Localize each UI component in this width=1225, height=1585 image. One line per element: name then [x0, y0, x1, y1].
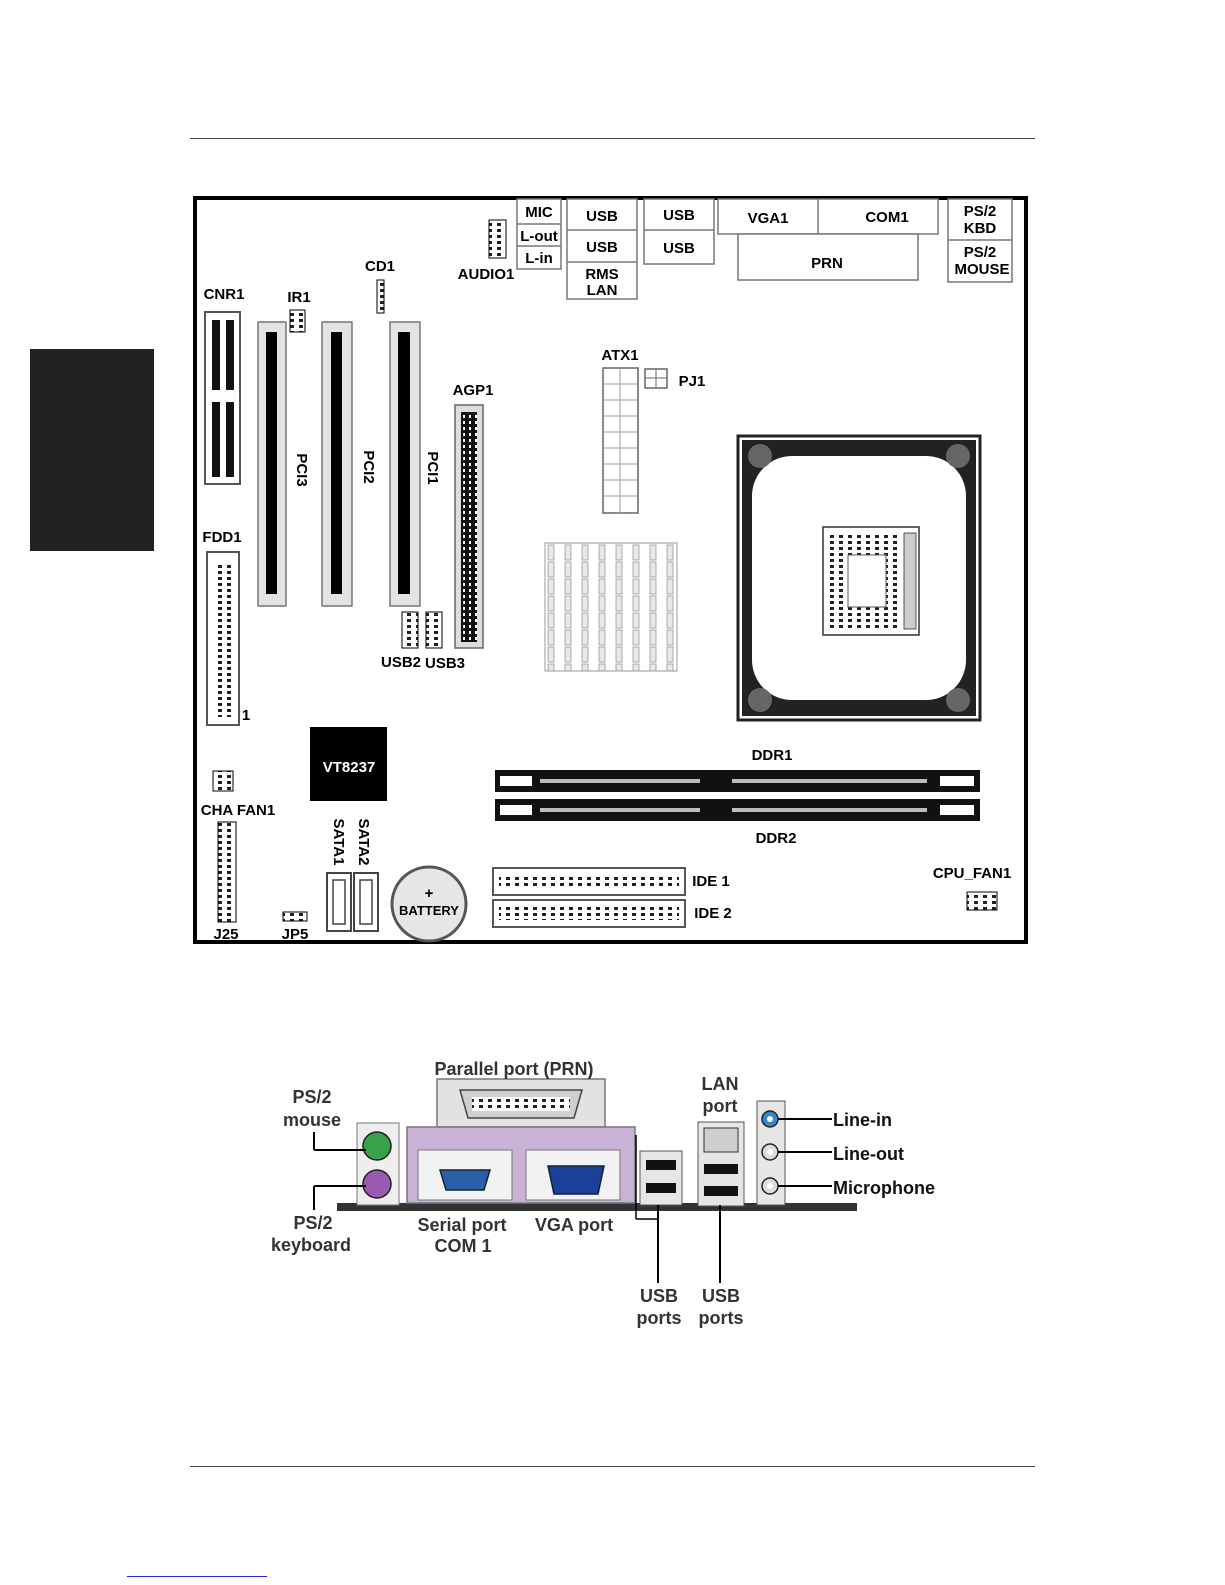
vga-port-label: VGA port	[535, 1215, 613, 1235]
jp5-jumper	[282, 911, 308, 922]
ps2-mouse-label: PS/2	[964, 244, 997, 261]
usb-ports-label: USB	[640, 1286, 678, 1306]
ps2-keyboard-port	[362, 1169, 392, 1199]
line-in-label: Line-in	[833, 1110, 892, 1130]
battery	[390, 865, 468, 943]
fdd1-pin1-label: 1	[242, 707, 250, 724]
usb-port-label: USB	[663, 207, 695, 224]
chapter-tab	[30, 349, 154, 551]
usb3-label: USB3	[425, 655, 465, 672]
cpu-fan1-label: CPU_FAN1	[933, 865, 1011, 882]
ps2-mouse-label: mouse	[283, 1110, 341, 1130]
cnr1-label: CNR1	[204, 286, 245, 303]
northbridge-heatsink	[544, 542, 678, 672]
cd1-label: CD1	[365, 258, 395, 275]
usb-port-label: USB	[663, 240, 695, 257]
usb3-header	[425, 611, 443, 649]
audio1-header	[488, 219, 507, 259]
ir1-label: IR1	[287, 289, 310, 306]
usb2-header	[401, 611, 419, 649]
ir1-header	[289, 309, 306, 333]
back-panel	[516, 198, 1013, 300]
ps2-mouse-port	[362, 1131, 392, 1161]
usb-ports-label: USB	[702, 1286, 740, 1306]
prn-label: PRN	[811, 255, 843, 272]
lan-label: LAN	[587, 282, 618, 299]
ddr-slots	[495, 770, 980, 821]
battery-label: BATTERY	[399, 903, 459, 918]
ps2-mouse-label: MOUSE	[954, 261, 1009, 278]
pci2-label: PCI2	[360, 450, 377, 483]
sata2-label: SATA2	[355, 819, 372, 866]
vga1-label: VGA1	[748, 210, 789, 227]
serial-port-connector	[438, 1169, 492, 1191]
pci3-label: PCI3	[293, 453, 310, 486]
serial-port-label: Serial port	[417, 1215, 506, 1235]
lan-port-jack	[703, 1127, 739, 1153]
serial-port-label: COM 1	[434, 1236, 491, 1256]
line-out-label: Line-out	[833, 1144, 904, 1164]
j25-label: J25	[213, 926, 238, 943]
pj1-label: PJ1	[679, 373, 706, 390]
vga-port-connector	[547, 1165, 605, 1195]
usb-port-label: USB	[586, 208, 618, 225]
usb-port-label: USB	[586, 239, 618, 256]
lan-port-label: LAN	[702, 1074, 739, 1094]
audio1-label: AUDIO1	[458, 266, 515, 283]
ddr1-label: DDR1	[752, 747, 793, 764]
motherboard-layout: MIC L-out L-in USB USB RMS LAN USB USB V…	[193, 196, 1028, 944]
ps2-mouse-label: PS/2	[292, 1087, 331, 1107]
usb-stack-1	[639, 1150, 683, 1206]
fdd1-label: FDD1	[202, 529, 241, 546]
ps2-keyboard-label: PS/2	[293, 1213, 332, 1233]
sata1-label: SATA1	[330, 819, 347, 866]
cd1-header	[376, 279, 385, 314]
battery-plus-label: +	[425, 885, 434, 902]
jp5-label: JP5	[282, 926, 309, 943]
footer-link[interactable]	[127, 1576, 267, 1577]
ps2-kbd-label: KBD	[964, 220, 997, 237]
line-out-label: L-out	[520, 228, 557, 245]
parallel-port-label: Parallel port (PRN)	[434, 1059, 593, 1079]
io-panel-illustration: Parallel port (PRN) LAN port PS/2 mouse …	[271, 1059, 935, 1328]
atx1-pins	[603, 368, 638, 513]
lan-port-label: port	[703, 1096, 738, 1116]
mic-label: MIC	[525, 204, 553, 221]
ide1-label: IDE 1	[692, 873, 730, 890]
usb-ports-label: ports	[637, 1308, 682, 1328]
agp1-label: AGP1	[453, 382, 494, 399]
ide2-label: IDE 2	[694, 905, 732, 922]
cpu-fan1-header	[966, 891, 998, 911]
cpu-socket	[736, 434, 982, 722]
microphone-label: Microphone	[833, 1178, 935, 1198]
footer-rule	[190, 1466, 1035, 1467]
ps2-keyboard-label: keyboard	[271, 1235, 351, 1255]
cha-fan1-label: CHA FAN1	[201, 802, 275, 819]
rms-label: RMS	[585, 266, 618, 283]
io-plate	[337, 1203, 857, 1211]
header-rule	[190, 138, 1035, 139]
cnr1-slot	[204, 311, 241, 485]
usb2-label: USB2	[381, 654, 421, 671]
cha-fan1-header	[212, 770, 234, 792]
j25-header	[217, 821, 237, 923]
atx1-label: ATX1	[601, 347, 638, 364]
ddr2-label: DDR2	[756, 830, 797, 847]
pci1-label: PCI1	[424, 451, 441, 484]
usb-ports-label: ports	[699, 1308, 744, 1328]
vt8237-chip	[310, 727, 387, 801]
ps2-kbd-label: PS/2	[964, 203, 997, 220]
com1-label: COM1	[865, 209, 908, 226]
line-in-label: L-in	[525, 250, 553, 267]
vt8237-label: VT8237	[323, 759, 376, 776]
